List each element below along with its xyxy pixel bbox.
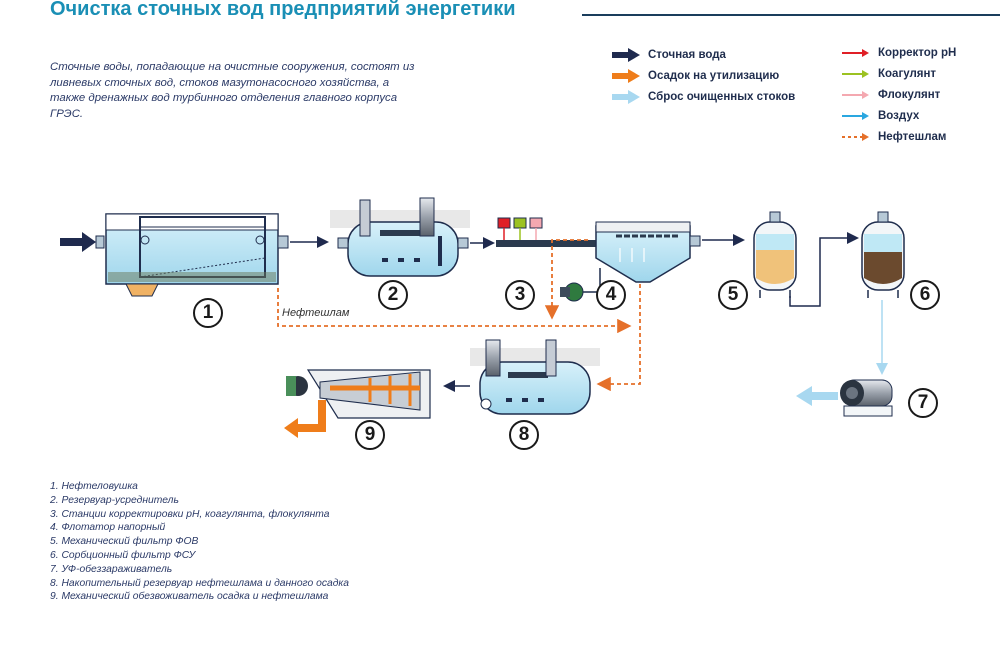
oil-sludge-label: Нефтешлам bbox=[282, 307, 350, 319]
stage-number: 5 bbox=[718, 280, 748, 310]
list-item: 9. Механический обезвоживатель осадка и … bbox=[50, 591, 329, 603]
equalization-tank bbox=[330, 197, 470, 277]
legend-item-sludge: Осадок на утилизацию bbox=[612, 67, 779, 85]
uv-disinfector bbox=[796, 379, 893, 417]
thin-arrow-icon bbox=[842, 70, 869, 78]
legend-item-discharge: Сброс очищенных стоков bbox=[612, 88, 795, 106]
list-item: 3. Станции корректировки pH, коагулянта,… bbox=[50, 508, 330, 520]
mechanical-filter bbox=[753, 211, 797, 298]
dashed-arrow-icon bbox=[842, 133, 869, 141]
stage-number: 8 bbox=[509, 420, 539, 450]
legend-label: Корректор pH bbox=[878, 47, 957, 59]
list-item: 1. Нефтеловушка bbox=[50, 481, 138, 492]
big-arrow-icon bbox=[612, 48, 640, 62]
inlet-arrow bbox=[60, 232, 105, 252]
legend-label: Коагулянт bbox=[878, 68, 937, 80]
list-item: 5. Механический фильтр ФОВ bbox=[50, 536, 199, 548]
list-item: 8. Накопительный резервуар нефтешлама и … bbox=[50, 577, 349, 589]
stage-number: 3 bbox=[505, 280, 535, 310]
decanter bbox=[284, 369, 431, 438]
sludge-storage-tank bbox=[470, 339, 600, 415]
legend-label: Флокулянт bbox=[878, 89, 941, 101]
legend-item-air: Воздух bbox=[842, 107, 919, 125]
title-rule bbox=[582, 14, 1000, 16]
list-item: 6. Сорбционный фильтр ФСУ bbox=[50, 549, 196, 561]
oil-trap bbox=[105, 213, 289, 297]
legend-item-coagulant: Коагулянт bbox=[842, 65, 936, 83]
stage-number: 6 bbox=[910, 280, 940, 310]
list-item: 4. Флотатор напорный bbox=[50, 522, 166, 534]
stage-number: 1 bbox=[193, 298, 223, 328]
legend-item-oil-sludge: Нефтешлам bbox=[842, 128, 946, 146]
thin-arrow-icon bbox=[842, 112, 869, 120]
big-arrow-icon bbox=[612, 69, 640, 83]
legend-item-wastewater: Сточная вода bbox=[612, 46, 726, 64]
big-arrow-icon bbox=[612, 90, 640, 104]
legend-item-flocculant: Флокулянт bbox=[842, 86, 940, 104]
stage-number: 7 bbox=[908, 388, 938, 418]
reagent-stations bbox=[496, 217, 596, 247]
legend-label: Нефтешлам bbox=[878, 131, 947, 143]
legend-label: Осадок на утилизацию bbox=[648, 70, 780, 82]
stage-number: 9 bbox=[355, 420, 385, 450]
legend-label: Воздух bbox=[878, 110, 920, 122]
list-item: 2. Резервуар-усреднитель bbox=[50, 494, 179, 506]
legend-item-ph: Корректор pH bbox=[842, 44, 956, 62]
legend-label: Сброс очищенных стоков bbox=[648, 91, 796, 103]
stage-number: 2 bbox=[378, 280, 408, 310]
component-list: 1. Нефтеловушка 2. Резервуар-усреднитель… bbox=[50, 480, 349, 604]
thin-arrow-icon bbox=[842, 91, 869, 99]
list-item: 7. УФ-обеззараживатель bbox=[50, 563, 173, 575]
sorption-filter bbox=[861, 211, 905, 298]
thin-arrow-icon bbox=[842, 49, 869, 57]
oil-sludge-lines bbox=[277, 239, 641, 392]
intro-text: Сточные воды, попадающие на очистные соо… bbox=[50, 61, 415, 120]
flow-5-6 bbox=[789, 232, 859, 307]
stage-number: 4 bbox=[596, 280, 626, 310]
page-title: Очистка сточных вод предприятий энергети… bbox=[50, 0, 516, 20]
pressure-flotator bbox=[560, 221, 701, 302]
legend-label: Сточная вода bbox=[648, 49, 726, 61]
